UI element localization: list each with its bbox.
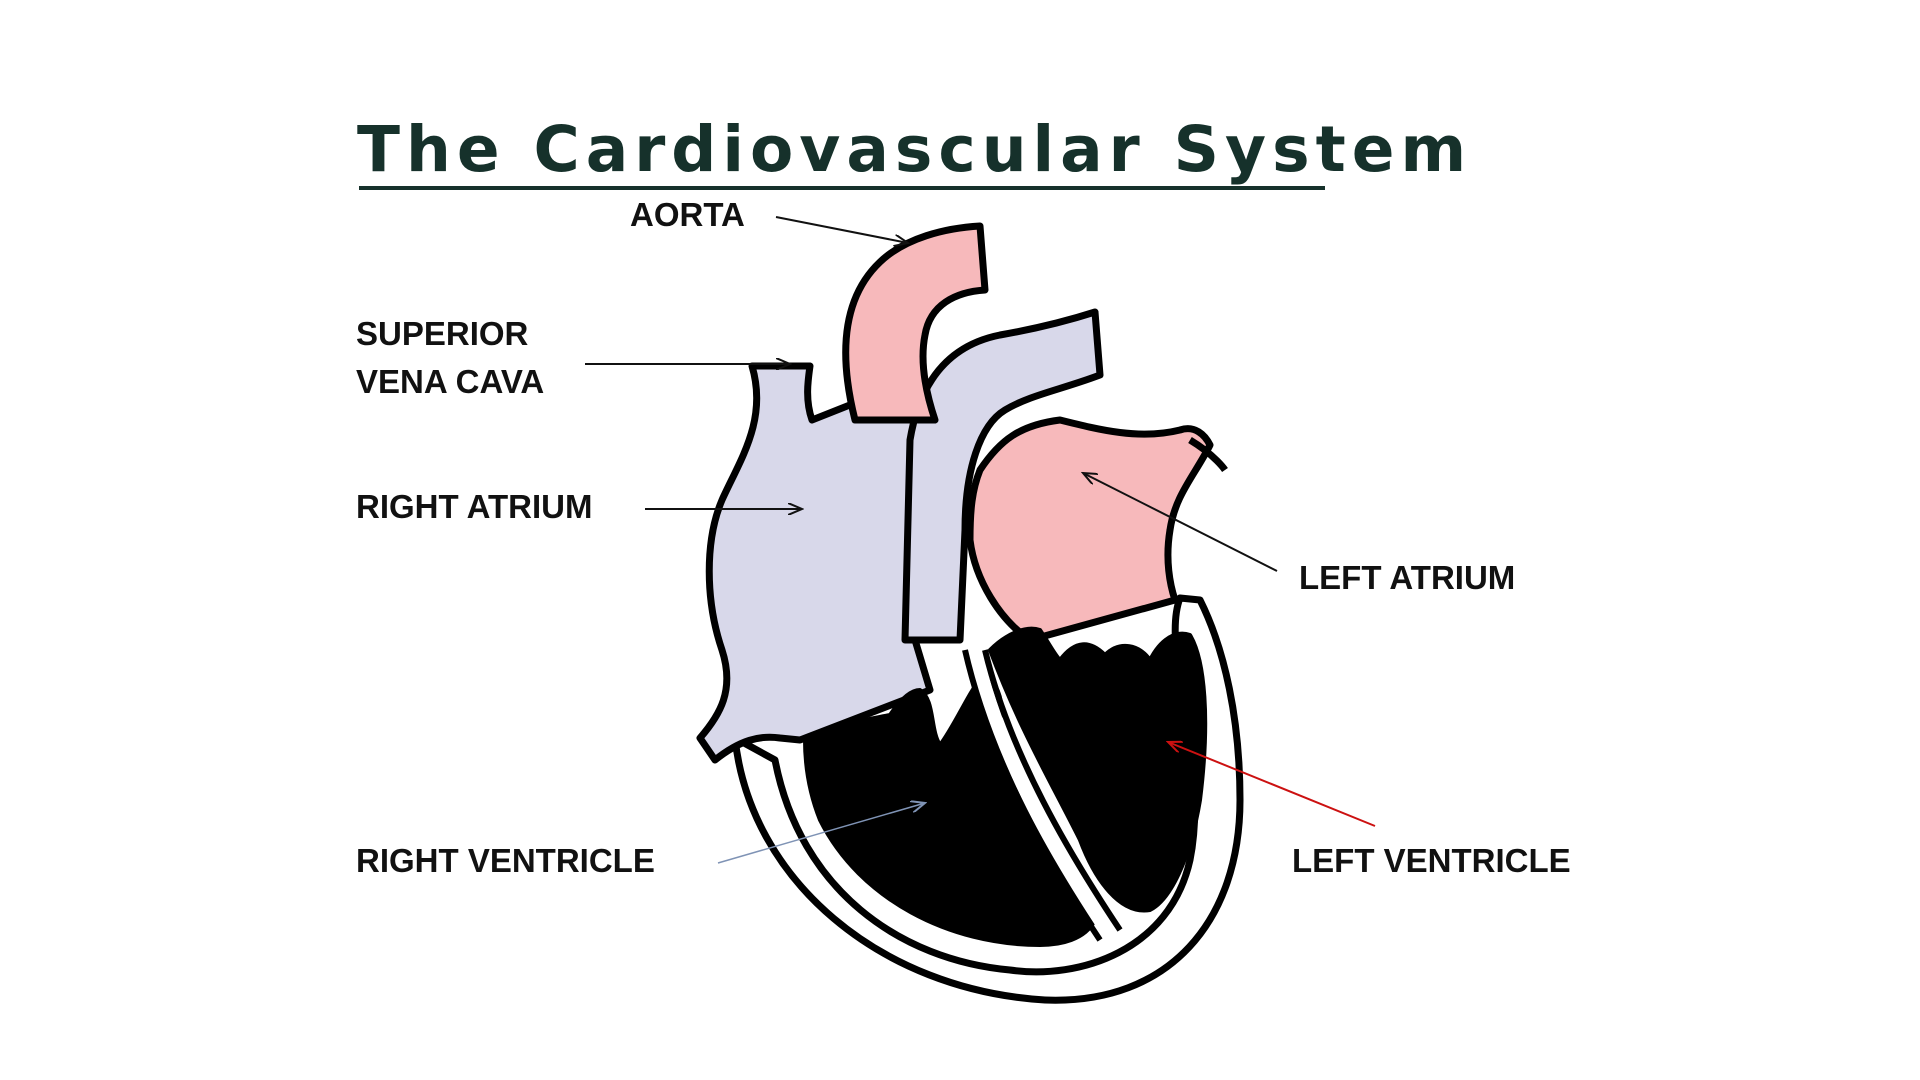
aorta-shape [842, 222, 989, 424]
septum-outline-left [962, 649, 1103, 942]
label-left-ventricle: LEFT VENTRICLE [1292, 842, 1571, 879]
label-aorta: AORTA [630, 196, 745, 233]
left-ventricle-pointer-arrow [1168, 742, 1376, 827]
septum-line [968, 643, 1117, 942]
septum-outline-right [982, 649, 1123, 932]
aorta-pointer-arrow [775, 216, 908, 243]
pulmonary-vein-outline [1188, 436, 1228, 473]
slide-title: The Cardiovascular System [357, 113, 1473, 186]
label-superior-vena-cava-line2: VENA CAVA [356, 363, 545, 400]
label-superior-vena-cava-line1: SUPERIOR [356, 315, 529, 352]
label-left-atrium: LEFT ATRIUM [1299, 559, 1516, 596]
left-atrium-shape [966, 416, 1214, 644]
label-right-ventricle: RIGHT VENTRICLE [356, 842, 655, 879]
left-ventricle-shape [988, 626, 1208, 913]
label-right-atrium: RIGHT ATRIUM [356, 488, 593, 525]
pulmonary-trunk-shape [901, 308, 1104, 644]
left-atrium-pointer-arrow [1083, 473, 1278, 572]
title-underline [359, 186, 1325, 190]
right-ventricle-pointer-arrow [717, 803, 925, 864]
